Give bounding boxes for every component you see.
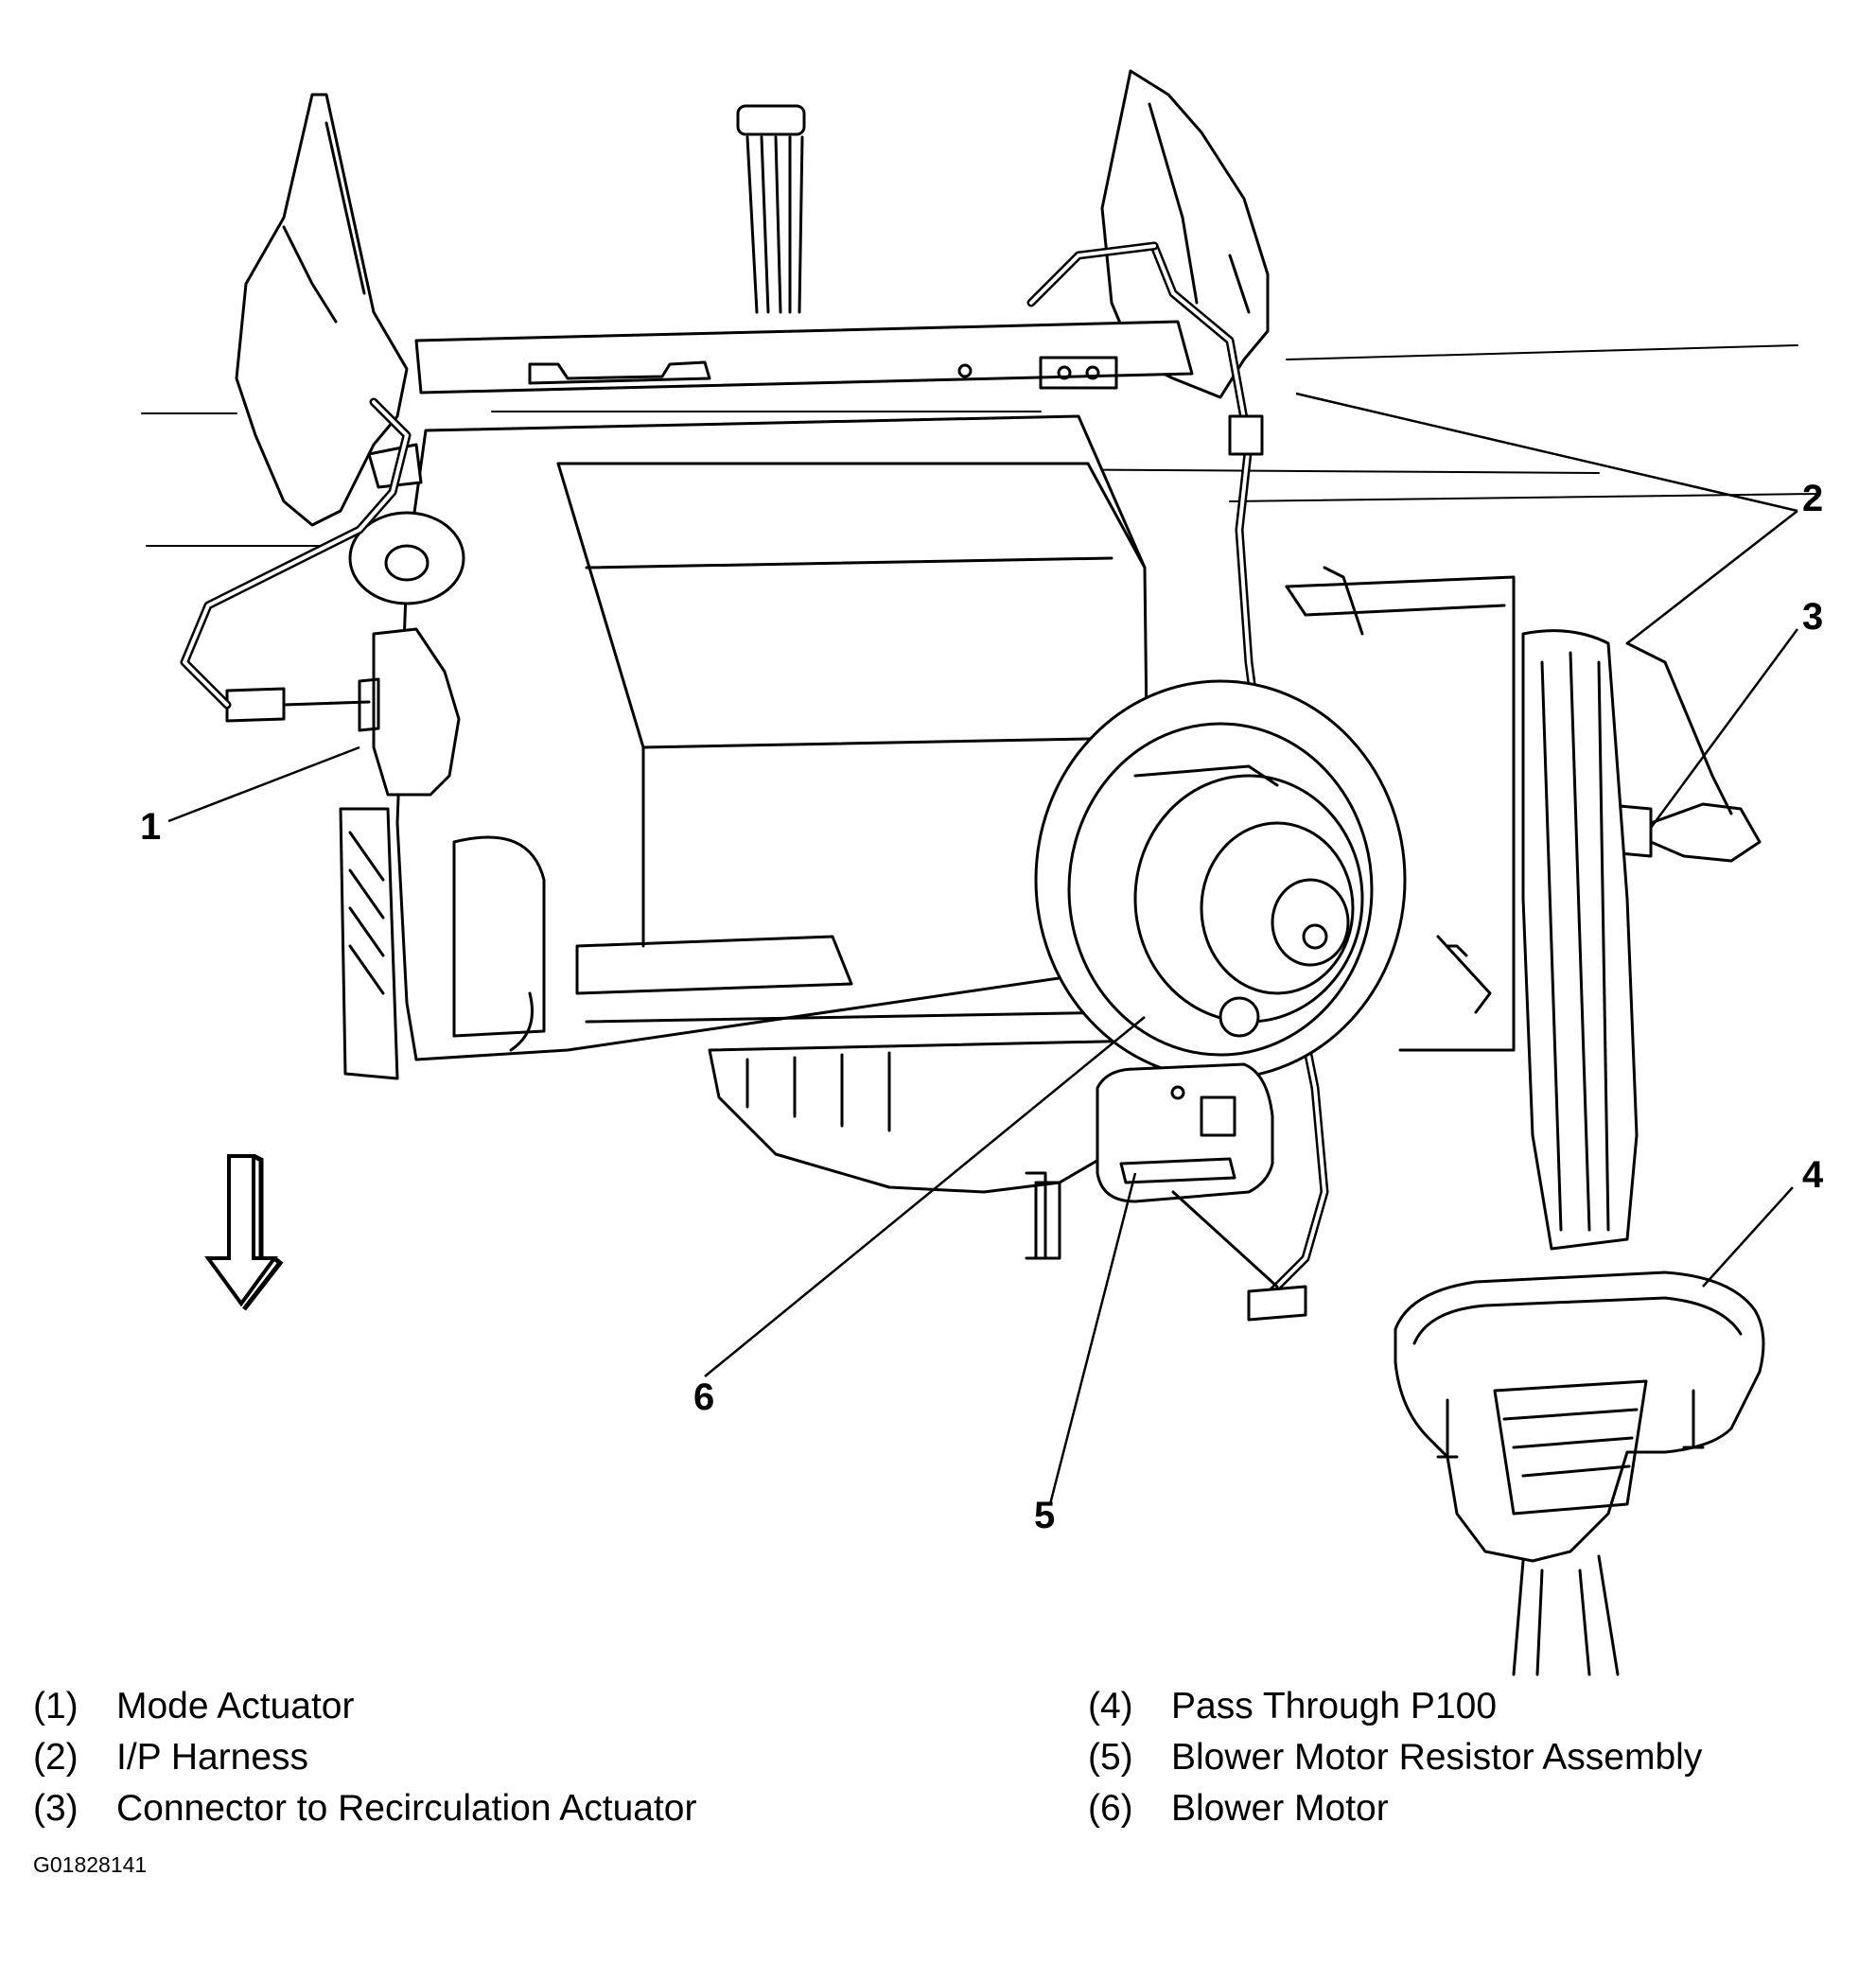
- callout-5: 5: [1034, 1495, 1055, 1536]
- legend-item-text: I/P Harness: [116, 1737, 309, 1778]
- callout-4: 4: [1802, 1154, 1824, 1196]
- legend-item-text: Mode Actuator: [116, 1686, 355, 1726]
- callout-2: 2: [1802, 478, 1823, 519]
- callout-3: 3: [1802, 596, 1823, 638]
- legend-item-number: (5): [1088, 1737, 1133, 1778]
- leader-lines: [167, 392, 1799, 1505]
- pass-through-p100: [1394, 1271, 1765, 1676]
- down-arrow-icon: [204, 1153, 284, 1311]
- blower-motor: [1034, 566, 1516, 1080]
- blower-motor-resistor: [1096, 1062, 1307, 1322]
- legend-item-text: Blower Motor Resistor Assembly: [1171, 1737, 1703, 1778]
- legend-item-number: (6): [1088, 1788, 1133, 1829]
- left-bracket: [235, 93, 409, 527]
- legend-item-number: (2): [33, 1737, 79, 1778]
- top-rail: [414, 320, 1194, 394]
- harness-trunk: [1521, 629, 1733, 1251]
- right-bracket: [1100, 69, 1270, 399]
- legend-item-text: Pass Through P100: [1171, 1686, 1498, 1726]
- figure-id: G01828141: [33, 1852, 148, 1877]
- mode-actuator: [225, 443, 465, 797]
- lower-duct: [1025, 1171, 1047, 1260]
- legend-item-number: (3): [33, 1788, 79, 1829]
- legend-item: (1) Mode Actuator: [33, 1686, 354, 1727]
- legend-item: (3) Connector to Recirculation Actuator: [33, 1788, 697, 1830]
- harness-clip: [1228, 414, 1264, 456]
- hvac-case: [339, 414, 1175, 1260]
- legend-item-text: Connector to Recirculation Actuator: [116, 1788, 697, 1829]
- top-connector: [736, 104, 806, 314]
- legend-item: (2) I/P Harness: [33, 1737, 308, 1779]
- callout-6: 6: [693, 1376, 714, 1418]
- legend-item-number: (1): [33, 1686, 79, 1726]
- callout-1: 1: [140, 806, 161, 848]
- legend-item-number: (4): [1088, 1686, 1133, 1726]
- legend-item-text: Blower Motor: [1171, 1788, 1389, 1829]
- legend-item: (4) Pass Through P100: [1088, 1686, 1497, 1727]
- legend-item: (6) Blower Motor: [1088, 1788, 1389, 1830]
- hvac-module-diagram: 1 2 3 4 5 6: [140, 69, 1824, 1676]
- legend-item: (5) Blower Motor Resistor Assembly: [1088, 1737, 1702, 1779]
